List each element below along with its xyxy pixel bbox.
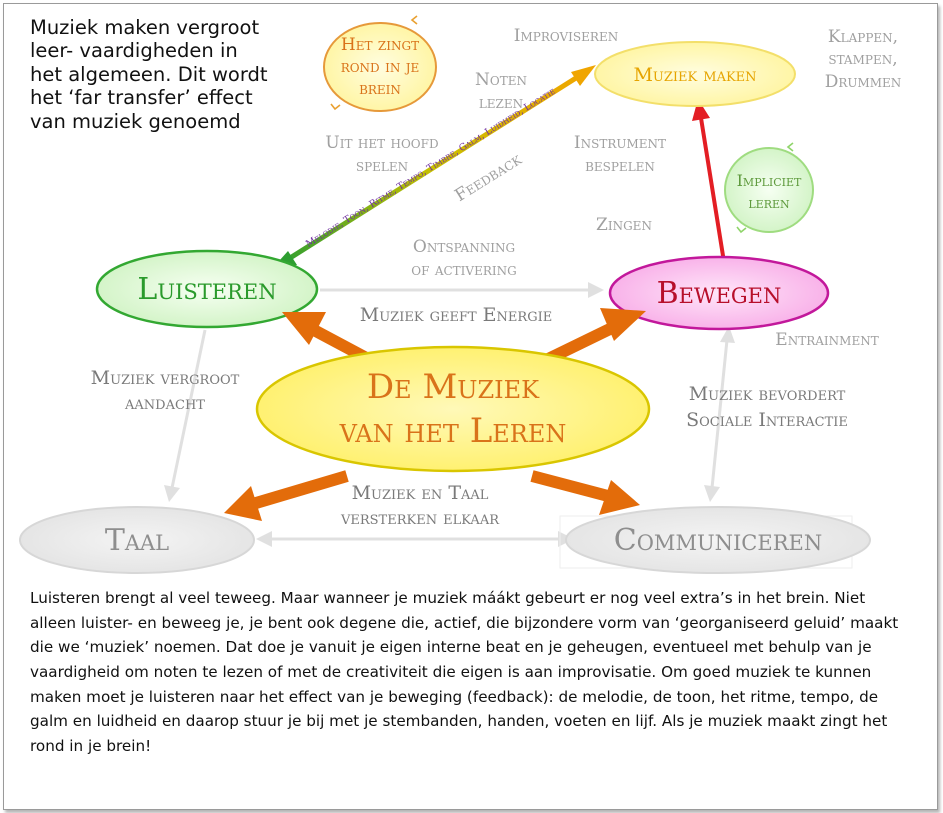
label-instrument-line1: Instrument (574, 133, 666, 153)
label-uit-hoofd-line1: Uit het hoofd (325, 133, 438, 153)
node-taal (19, 506, 255, 574)
arrow-head-communiceren-down (704, 485, 720, 502)
orange-arrow-bewegen (600, 308, 646, 341)
label-klappen-line1: Klappen, (828, 27, 898, 47)
label-aandacht-line2: aandacht (124, 392, 205, 414)
center-label-line1: De Muziek (367, 367, 540, 407)
label-taal-line2: versterken elkaar (340, 507, 500, 529)
arrow-head-taal-left (256, 531, 272, 547)
intro-text: Muziek maken vergroot leer- vaardigheden… (30, 16, 268, 133)
muziek-maken-label: Muziek maken (633, 64, 756, 86)
communiceren-label: Communiceren (614, 523, 822, 558)
relation-labels: Improviseren Klappen, stampen, Drummen N… (325, 26, 901, 350)
arrow-luisteren-taal (170, 329, 207, 489)
node-de-muziek-van-het-leren (255, 345, 651, 473)
label-entrainment: Entrainment (775, 330, 878, 350)
label-klappen-line3: Drummen (825, 72, 902, 92)
label-taal-line1: Muziek en Taal (352, 482, 489, 504)
zingt-label-line1: Het zingt (341, 35, 419, 55)
taal-label: Taal (105, 523, 169, 558)
label-aandacht-line1: Muziek vergroot (91, 367, 240, 389)
node-muziek-maken (594, 41, 796, 107)
node-labels: De Muziek van het Leren Luisteren Bewege… (105, 35, 822, 558)
arrow-head-bewegen (588, 282, 604, 298)
label-ontspanning-line2: of activering (411, 260, 516, 280)
center-label-line2: van het Leren (339, 411, 567, 451)
intro-box (20, 10, 270, 235)
node-zingt-rond (323, 22, 437, 112)
label-uit-hoofd-line2: spelen (356, 156, 408, 176)
label-muziek-energie: Muziek geeft Energie (360, 304, 552, 326)
arrow-bewegen-communiceren (710, 339, 729, 489)
orange-arrow-taal (224, 486, 262, 521)
node-impliciet-leren (724, 147, 814, 233)
arrow-bewegen-muziek-maken (692, 99, 726, 263)
bewegen-label: Bewegen (657, 276, 782, 311)
explanation-paragraph: Luisteren brengt al veel teweeg. Maar wa… (30, 589, 899, 755)
label-feedback: Feedback (451, 149, 526, 206)
node-bewegen (608, 255, 830, 331)
relation-labels-dark: Muziek geeft Energie Muziek vergroot aan… (91, 304, 848, 529)
label-noten-line2: lezen (479, 93, 523, 113)
label-sociaal-line1: Muziek bevordert (689, 383, 846, 405)
node-luisteren (95, 249, 319, 329)
zingt-label-line3: brein (359, 79, 401, 99)
label-ontspanning-line1: Ontspanning (413, 237, 515, 257)
label-noten-line1: Noten (475, 70, 527, 90)
zingt-label-line2: rond in je (341, 57, 420, 77)
impliciet-label-line1: Impliciet (737, 171, 802, 190)
label-improviseren: Improviseren (514, 26, 618, 46)
arrow-head-taal (164, 485, 180, 502)
small-circle-arrows (330, 15, 794, 234)
impliciet-label-line2: leren (748, 193, 790, 212)
orange-arrow-communiceren (599, 480, 640, 515)
label-sociaal-line2: Sociale Interactie (686, 409, 848, 431)
label-zingen: Zingen (596, 215, 652, 235)
arrow-head-bewegen-up (720, 326, 735, 343)
feedback-labels: Melodie, Toon, Ritme, Tempo, Timbre, Gal… (304, 86, 557, 250)
node-communiceren (565, 506, 871, 574)
label-klappen-line2: stampen, (828, 49, 897, 69)
luisteren-label: Luisteren (137, 272, 276, 307)
label-instrument-line2: bespelen (585, 156, 655, 176)
orange-arrow-luisteren (282, 312, 326, 345)
